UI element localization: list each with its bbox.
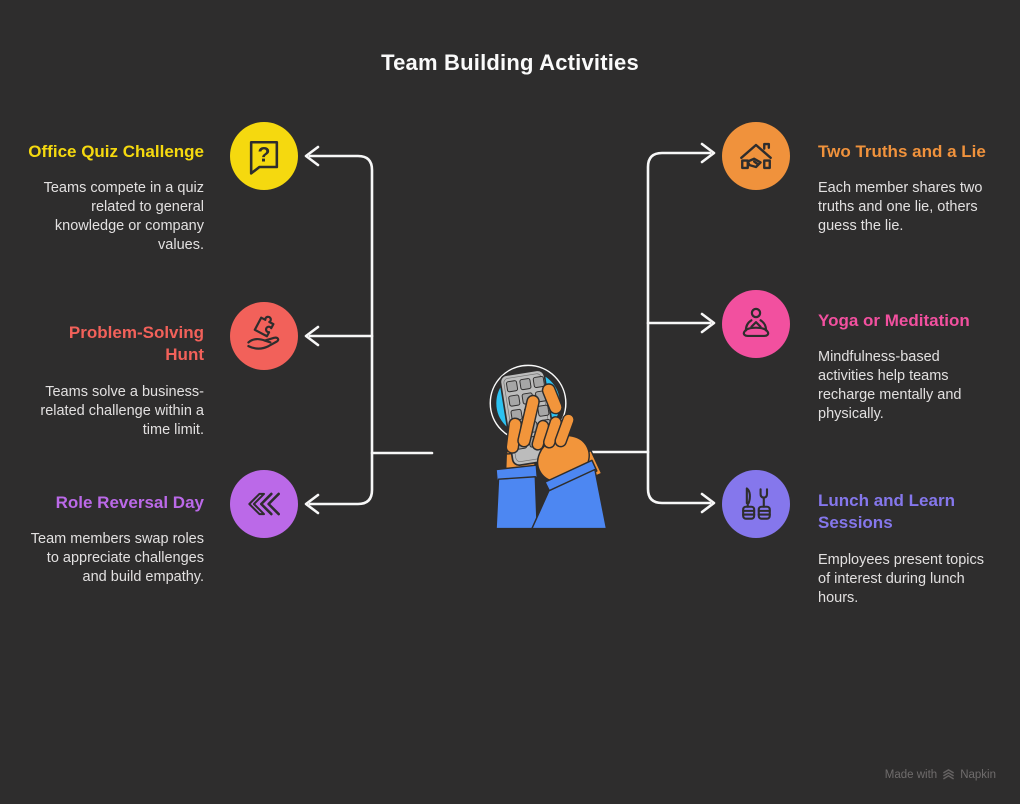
item-description: Employees present topics of interest dur… [818,551,985,606]
arrow-right-middle-icon [700,312,716,334]
item-yoga-or-meditation: Yoga or Meditation Mindfulness-based act… [818,310,988,424]
right-sleeve [531,468,608,530]
watermark-prefix: Made with [884,768,938,781]
role-reversal-icon-circle [230,470,298,538]
yoga-icon-circle [722,290,790,358]
item-description: Teams compete in a quiz related to gener… [43,180,204,253]
item-lunch-and-learn: Lunch and Learn Sessions Employees prese… [818,490,990,607]
item-description: Teams solve a business-related challenge… [40,383,204,438]
question-bubble-icon: ? [249,140,279,175]
index-finger [517,394,540,448]
right-connector-trunk [646,151,712,505]
arrow-left-bottom-icon [304,493,320,515]
problem-solving-icon-circle [230,302,298,370]
office-quiz-icon-circle: ? [230,122,298,190]
hand-puzzle-icon [247,315,280,350]
item-description: Mindfulness-based activities help teams … [818,349,962,422]
item-title: Role Reversal Day [55,493,204,512]
cutlery-hands-icon [742,487,771,520]
right-thumb [541,383,563,415]
house-handshake-icon [740,142,772,170]
item-title: Lunch and Learn Sessions [818,491,955,533]
item-problem-solving-hunt: Problem-Solving Hunt Teams solve a busin… [28,322,204,439]
watermark-brand: Napkin [960,768,996,781]
item-title: Yoga or Meditation [818,311,970,330]
arrow-right-top-icon [700,142,716,164]
item-title: Problem-Solving Hunt [68,323,204,365]
arrow-left-middle-icon [304,325,320,347]
left-connector-trunk [308,154,374,506]
item-two-truths-and-a-lie: Two Truths and a Lie Each member shares … [818,141,988,236]
item-role-reversal-day: Role Reversal Day Team members swap role… [28,492,204,587]
hands-using-calculator-illustration [489,364,608,530]
item-description: Team members swap roles to appreciate ch… [30,531,204,586]
lunch-learn-icon-circle [722,470,790,538]
arrow-left-top-icon [304,145,320,167]
watermark: Made with Napkin [885,768,996,781]
svg-text:?: ? [258,144,271,167]
item-title: Office Quiz Challenge [28,142,204,161]
item-title: Two Truths and a Lie [818,142,986,161]
napkin-logo-icon [943,769,955,780]
left-sleeve [495,476,538,530]
item-office-quiz-challenge: Office Quiz Challenge Teams compete in a… [28,141,204,255]
rewind-chevrons-icon [248,492,280,516]
page-title: Team Building Activities [381,50,639,75]
item-description: Each member shares two truths and one li… [818,180,983,235]
meditation-icon [742,307,770,338]
arrow-right-bottom-icon [700,492,716,514]
right-sleeve-cuff [544,459,598,494]
two-truths-icon-circle [722,122,790,190]
